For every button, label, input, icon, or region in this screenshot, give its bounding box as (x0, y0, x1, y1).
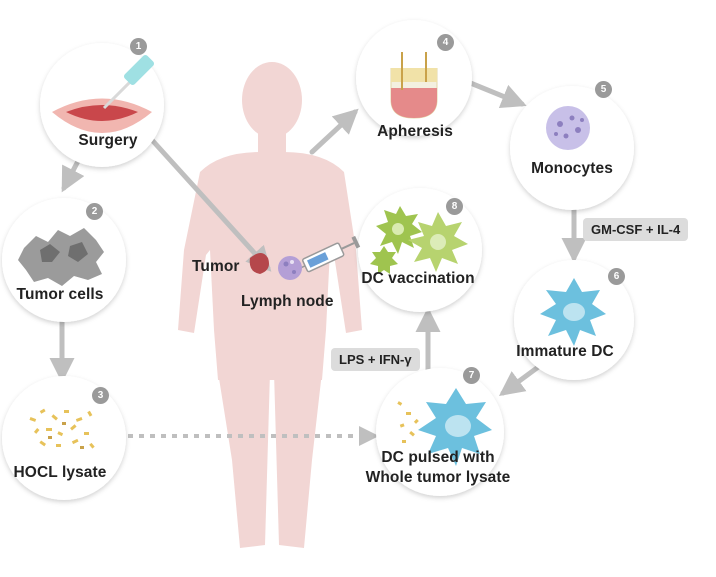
surgery-icon (52, 54, 155, 133)
syringe-icon (293, 235, 361, 273)
step-number-3: 3 (92, 387, 109, 404)
step-label-tumor-cells: Tumor cells (16, 286, 104, 303)
step-label-immature-dc: Immature DC (516, 343, 614, 360)
circle-dc-vaccination (358, 188, 482, 312)
tumor-mark (249, 253, 269, 274)
step-label-dc-pulsed-line1: DC pulsed with (381, 449, 495, 466)
lymph-node-label: Lymph node (241, 293, 334, 310)
lymph-node-mark (278, 256, 302, 280)
step-number-8: 8 (446, 198, 463, 215)
step-number-5: 5 (595, 81, 612, 98)
step-label-monocytes: Monocytes (531, 160, 613, 177)
step-number-6: 6 (608, 268, 625, 285)
step-label-apheresis: Apheresis (377, 123, 453, 140)
hocl-lysate-icon (29, 408, 95, 449)
step-number-2: 2 (86, 203, 103, 220)
tumor-cells-icon (18, 228, 104, 286)
lps-ifn-gamma-pill: LPS + IFN-γ (331, 348, 420, 371)
process-arrows (49, 79, 587, 396)
apheresis-icon (390, 52, 438, 119)
dc-pulsed-icon (397, 388, 492, 466)
step-label-dc-pulsed-line2: Whole tumor lysate (365, 469, 511, 486)
gmcsf-il4-pill: GM-CSF + IL-4 (583, 218, 689, 241)
step-label-hocl-lysate: HOCL lysate (13, 464, 107, 481)
step-label-dc-vaccination: DC vaccination (361, 270, 475, 287)
step-number-7: 7 (463, 367, 480, 384)
step-number-1: 1 (130, 38, 147, 55)
tumor-label: Tumor (192, 258, 240, 275)
circle-hocl-lysate (2, 376, 126, 500)
dc-vaccination-icon (370, 206, 468, 274)
step-number-4: 4 (437, 34, 454, 51)
step-label-surgery: Surgery (78, 132, 138, 149)
monocyte-icon (546, 106, 590, 150)
immature-dc-icon (540, 278, 606, 346)
